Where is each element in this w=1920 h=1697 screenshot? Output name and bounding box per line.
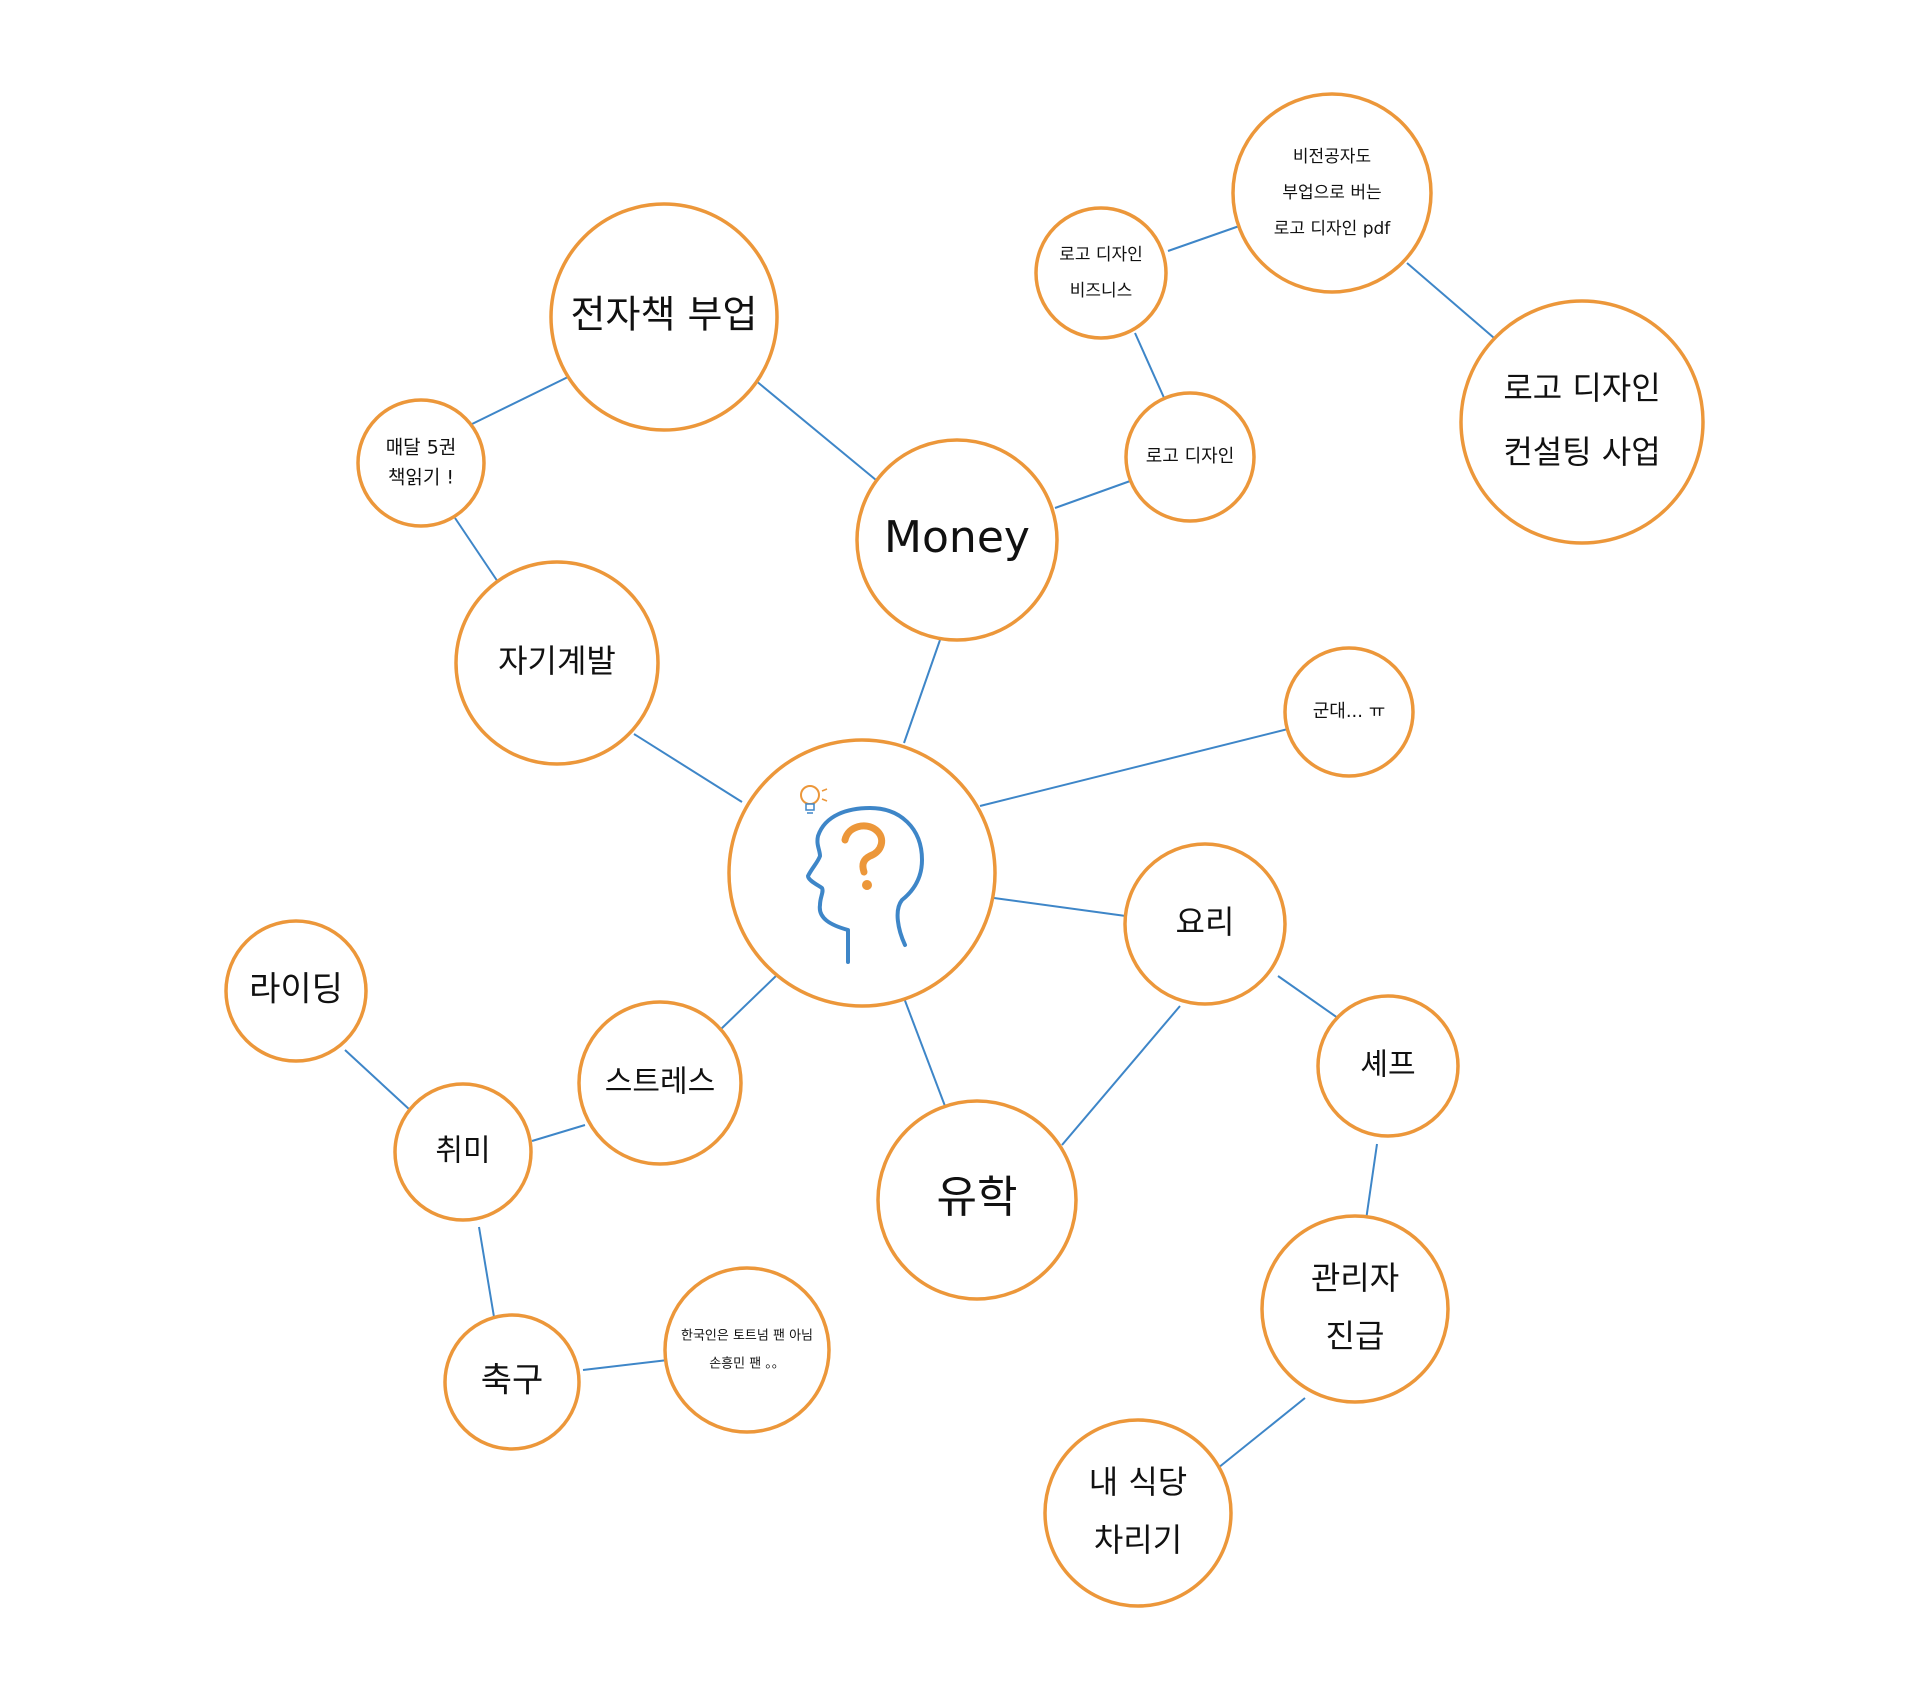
node-logo-business-label: 로고 디자인 xyxy=(1059,245,1143,265)
node-read-books-circle xyxy=(356,398,486,528)
node-restaurant-label: 내 식당 xyxy=(1089,1463,1188,1501)
node-money[interactable]: Money xyxy=(855,438,1059,642)
node-military[interactable]: 군대... ㅠ xyxy=(1283,646,1415,778)
node-cooking[interactable]: 요리 xyxy=(1123,842,1287,1006)
node-logo-pdf-label: 로고 디자인 pdf xyxy=(1274,219,1392,239)
question-dot-icon xyxy=(862,880,872,890)
edge-readbooks-selfdev xyxy=(454,517,501,586)
node-manager-circle xyxy=(1260,1214,1450,1404)
node-restaurant-label: 차리기 xyxy=(1094,1521,1182,1559)
node-money-circle xyxy=(855,438,1059,642)
node-logo-consulting-label: 로고 디자인 xyxy=(1503,369,1660,407)
node-soccer[interactable]: 축구 xyxy=(443,1313,581,1451)
node-self-dev-label: 자기계발 xyxy=(498,642,616,680)
edges xyxy=(344,223,1509,1469)
node-hobby-circle xyxy=(393,1082,533,1222)
node-tottenham-label: 한국인은 토트넘 팬 아님 xyxy=(681,1329,813,1344)
edge-soccer-tottenham xyxy=(582,1359,669,1371)
node-military-circle xyxy=(1283,646,1415,778)
node-riding-label: 라이딩 xyxy=(249,970,343,1010)
node-logo-business-label: 비즈니스 xyxy=(1070,281,1133,301)
node-riding-circle xyxy=(224,919,368,1063)
node-tottenham-label: 손흥민 팬 。。 xyxy=(709,1357,785,1372)
node-stress-circle xyxy=(577,1000,743,1166)
node-manager-label: 진급 xyxy=(1326,1317,1385,1355)
edge-manager-restaurant xyxy=(1217,1397,1306,1469)
center-node[interactable] xyxy=(727,738,997,1008)
node-logo-design-circle xyxy=(1124,391,1256,523)
node-study-abroad-label: 유학 xyxy=(937,1172,1018,1223)
edge-center-cooking xyxy=(993,897,1134,918)
node-logo-design-label: 로고 디자인 xyxy=(1146,446,1235,467)
edge-money-ebook xyxy=(754,379,877,481)
node-chef[interactable]: 셰프 xyxy=(1316,994,1460,1138)
node-soccer-circle xyxy=(443,1313,581,1451)
node-self-dev-circle xyxy=(454,560,660,766)
node-logo-consulting-circle xyxy=(1459,299,1705,545)
node-military-label: 군대... ㅠ xyxy=(1313,701,1386,722)
edge-center-military xyxy=(979,727,1293,807)
node-read-books-label: 매달 5권 xyxy=(386,437,457,459)
node-stress[interactable]: 스트레스 xyxy=(577,1000,743,1166)
edge-center-stress xyxy=(719,974,778,1031)
node-restaurant-circle xyxy=(1043,1418,1233,1608)
node-riding[interactable]: 라이딩 xyxy=(224,919,368,1063)
node-logo-pdf-circle xyxy=(1231,92,1433,294)
edge-logodesign-logobusiness xyxy=(1134,332,1166,401)
edge-chef-manager xyxy=(1364,1143,1378,1228)
edge-cooking-studyabroad xyxy=(1061,1005,1181,1146)
edge-center-studyabroad xyxy=(903,997,949,1115)
node-cooking-label: 요리 xyxy=(1176,903,1235,941)
node-study-abroad[interactable]: 유학 xyxy=(876,1099,1078,1301)
node-cooking-circle xyxy=(1123,842,1287,1006)
node-logo-pdf-label: 비전공자도 xyxy=(1293,147,1371,167)
node-logo-consulting-label: 컨설팅 사업 xyxy=(1503,433,1660,471)
node-ebook-circle xyxy=(549,202,779,432)
node-self-dev[interactable]: 자기계발 xyxy=(454,560,660,766)
node-money-label: Money xyxy=(884,512,1030,563)
edge-logobusiness-logopdf xyxy=(1167,223,1246,252)
node-logo-pdf-label: 부업으로 버는 xyxy=(1282,183,1381,203)
edge-money-logodesign xyxy=(1054,479,1134,509)
edge-center-money xyxy=(903,639,941,744)
node-soccer-label: 축구 xyxy=(481,1361,544,1401)
node-study-abroad-circle xyxy=(876,1099,1078,1301)
node-stress-label: 스트레스 xyxy=(605,1065,715,1100)
edge-stress-hobby xyxy=(531,1124,586,1142)
lightbulb-icon xyxy=(800,785,828,814)
node-chef-label: 셰프 xyxy=(1360,1048,1415,1083)
node-logo-design[interactable]: 로고 디자인 xyxy=(1124,391,1256,523)
node-logo-business-circle xyxy=(1034,206,1168,340)
edge-selfdev-center xyxy=(633,733,743,803)
edge-cooking-chef xyxy=(1277,975,1346,1024)
thinking-head-icon xyxy=(806,806,924,964)
node-hobby-label: 취미 xyxy=(435,1134,490,1169)
node-chef-circle xyxy=(1316,994,1460,1138)
node-tottenham-circle xyxy=(663,1266,831,1434)
edge-logopdf-logoconsulting xyxy=(1406,262,1509,351)
node-read-books-label: 책읽기 ! xyxy=(388,467,454,489)
edge-ebook-readbooks xyxy=(469,375,571,426)
question-mark-icon xyxy=(841,822,886,876)
node-hobby[interactable]: 취미 xyxy=(393,1082,533,1222)
edge-hobby-riding xyxy=(344,1049,411,1111)
node-manager-label: 관리자 xyxy=(1311,1259,1399,1297)
node-ebook-label: 전자책 부업 xyxy=(571,293,758,337)
edge-hobby-soccer xyxy=(478,1226,496,1324)
node-ebook[interactable]: 전자책 부업 xyxy=(549,202,779,432)
